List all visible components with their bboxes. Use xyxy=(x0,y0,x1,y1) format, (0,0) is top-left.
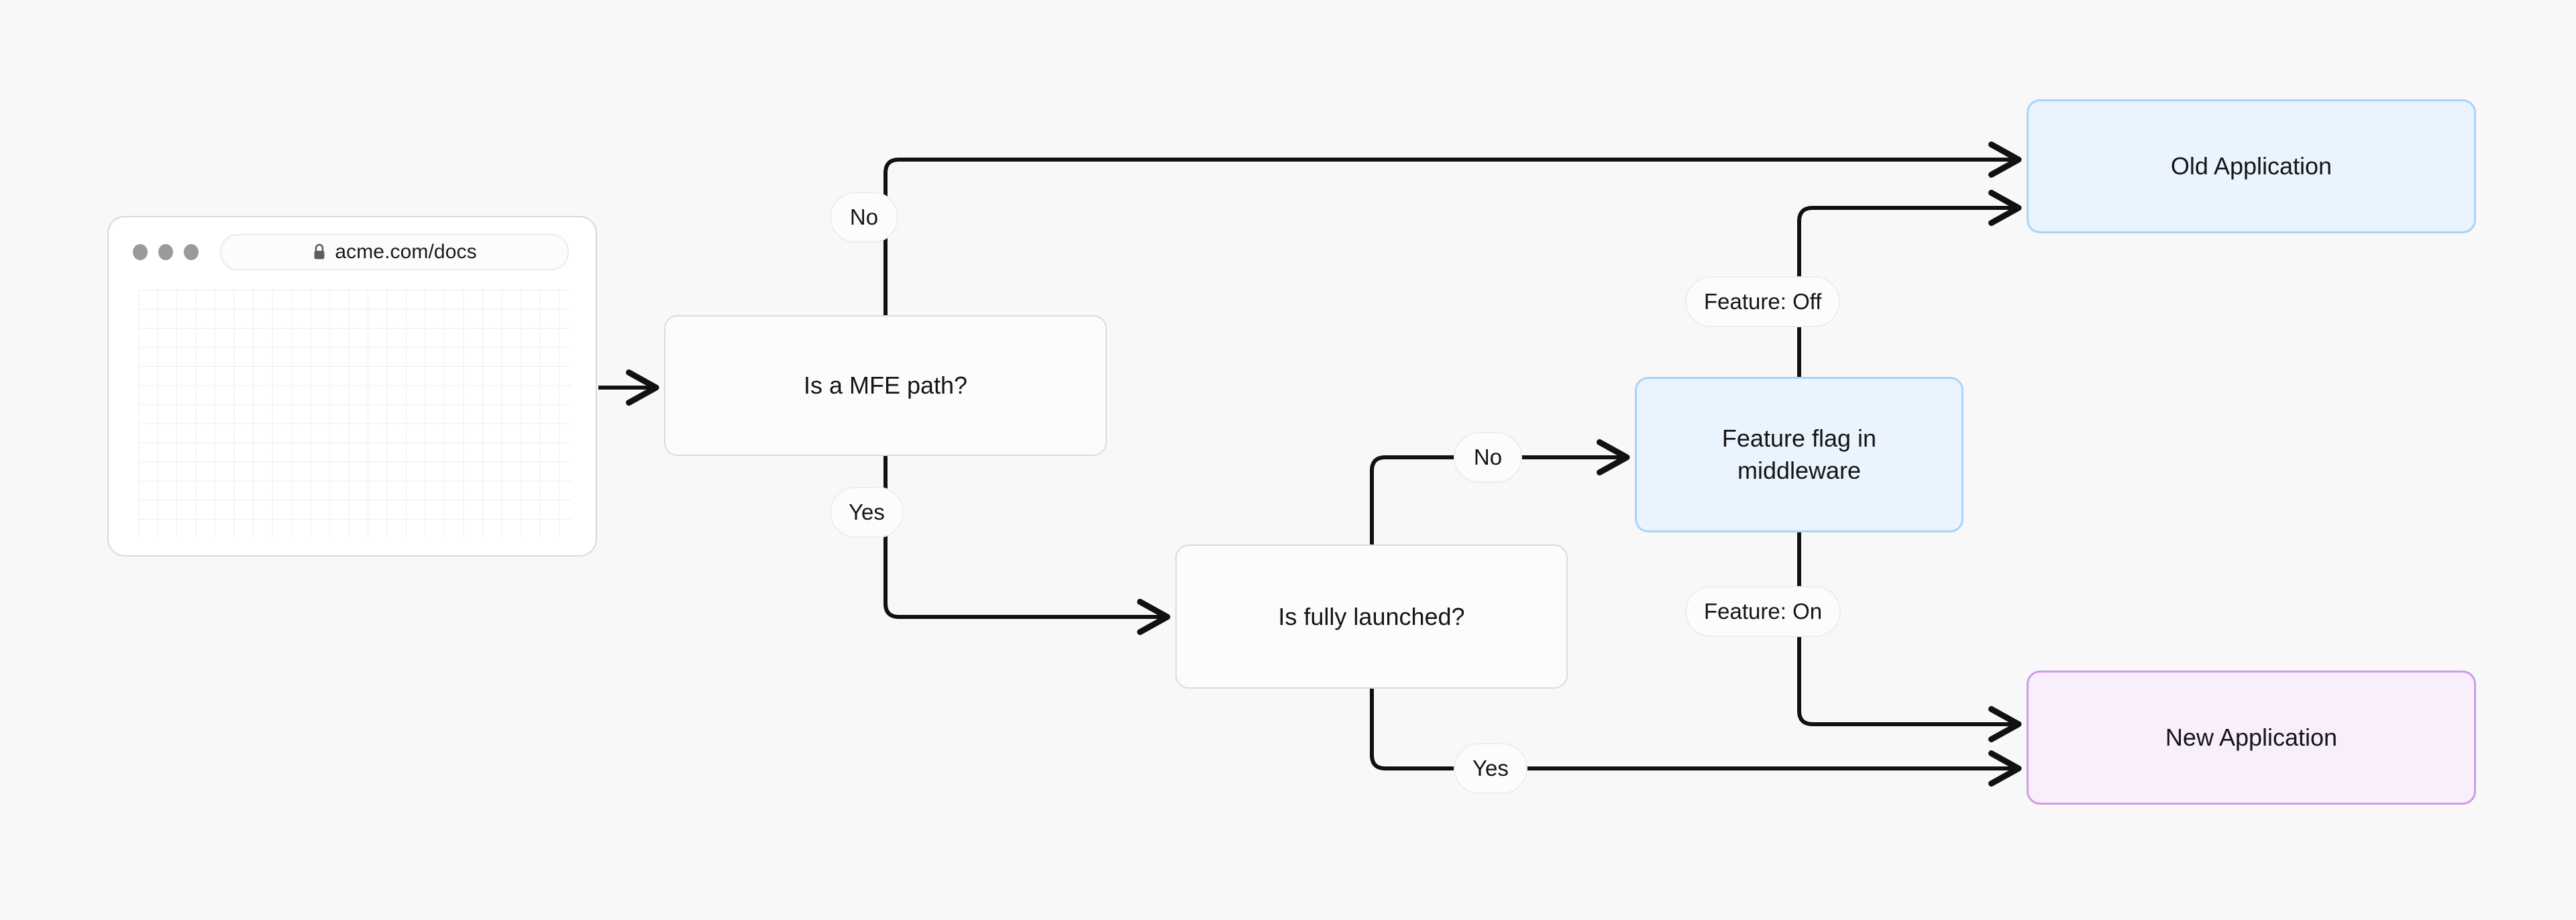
node-feature-flag-line-1: Feature flag in xyxy=(1721,424,1877,453)
node-feature-flag-middleware[interactable]: Feature flag in middleware xyxy=(1635,377,1964,532)
traffic-light-dots xyxy=(133,244,199,260)
edge-label-launch-no: No xyxy=(1454,432,1522,483)
edge-label-mfe-no-text: No xyxy=(849,205,879,229)
edge-label-feature-off-text: Feature: Off xyxy=(1704,289,1822,314)
edge-mfe-no-to-old-app xyxy=(883,141,2022,317)
address-bar-url: acme.com/docs xyxy=(335,241,477,263)
node-is-mfe-path[interactable]: Is a MFE path? xyxy=(664,315,1107,456)
node-old-application[interactable]: Old Application xyxy=(2027,99,2476,233)
edge-label-mfe-yes-text: Yes xyxy=(849,500,885,524)
browser-window-mock: acme.com/docs xyxy=(107,216,597,557)
edge-label-feature-on-text: Feature: On xyxy=(1704,599,1823,624)
node-new-application[interactable]: New Application xyxy=(2027,671,2476,805)
edge-mfe-yes-to-launch xyxy=(883,454,1171,635)
node-old-application-label: Old Application xyxy=(2170,152,2332,180)
dot-minimize-icon[interactable] xyxy=(158,244,173,260)
edge-label-launch-yes-text: Yes xyxy=(1472,756,1509,781)
edge-label-feature-on: Feature: On xyxy=(1685,586,1841,637)
node-is-mfe-path-label: Is a MFE path? xyxy=(803,371,968,400)
address-bar[interactable]: acme.com/docs xyxy=(220,234,569,270)
node-is-fully-launched[interactable]: Is fully launched? xyxy=(1175,544,1568,689)
lock-icon xyxy=(312,243,327,261)
dot-close-icon[interactable] xyxy=(133,244,148,260)
edge-label-mfe-no: No xyxy=(830,192,898,243)
node-feature-flag-middleware-label: Feature flag in middleware xyxy=(1722,422,1876,486)
edge-label-launch-no-text: No xyxy=(1473,445,1503,469)
edge-label-feature-off: Feature: Off xyxy=(1685,276,1841,327)
browser-chrome-bar: acme.com/docs xyxy=(109,217,596,287)
node-new-application-label: New Application xyxy=(2165,724,2338,752)
edge-label-launch-yes: Yes xyxy=(1454,743,1527,794)
edge-label-mfe-yes: Yes xyxy=(830,487,904,538)
node-feature-flag-line-2: middleware xyxy=(1737,457,1862,484)
dot-zoom-icon[interactable] xyxy=(184,244,199,260)
node-is-fully-launched-label: Is fully launched? xyxy=(1278,602,1465,630)
browser-viewport-grid xyxy=(138,290,572,536)
